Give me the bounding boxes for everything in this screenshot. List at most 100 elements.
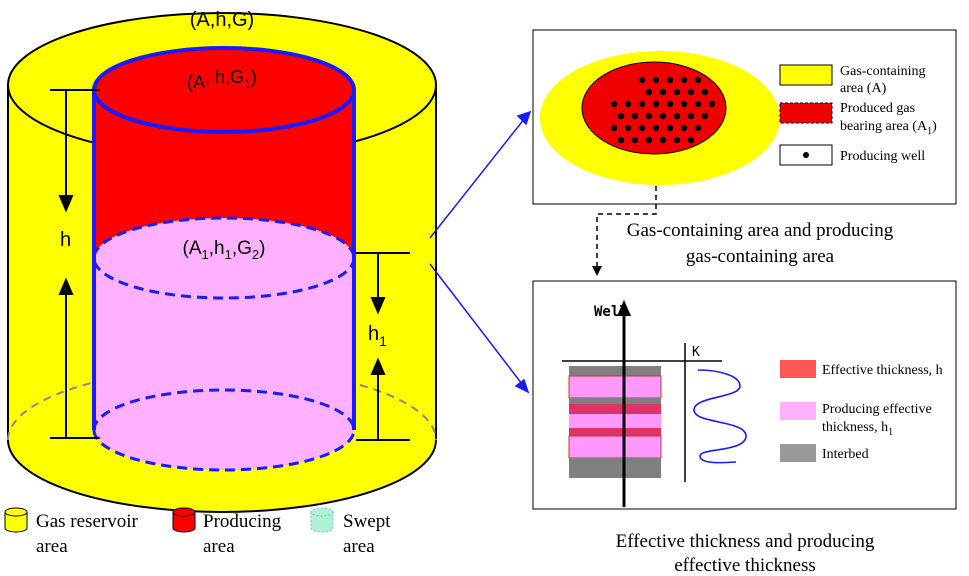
legend-interbed-swatch [780, 444, 816, 462]
permeability-curve [693, 369, 747, 464]
producing-well-dot [666, 76, 674, 84]
arrow-to-area-panel [429, 117, 526, 239]
legend-swept-swatch [310, 512, 334, 533]
producing-layer-3 [568, 435, 662, 459]
legend-gas-containing-line2: area (A) [840, 81, 887, 96]
legend-producing-line2: area [203, 536, 235, 557]
produced-gas-area [581, 61, 727, 155]
producing-well-dot [687, 112, 695, 120]
producing-well-dot [673, 136, 681, 144]
swept-top-label: (A1,h1,G2) [183, 238, 266, 262]
producing-well-dot [652, 76, 660, 84]
legend-producing-thickness-line2: thickness, h1 [822, 420, 893, 438]
producing-well-dot [659, 88, 667, 96]
producing-well-dot [617, 112, 625, 120]
producing-well-dot [610, 124, 618, 132]
legend-swept-line2: area [343, 536, 375, 557]
thickness-panel-caption-line1: Effective thickness and producing [616, 531, 875, 552]
reservoir-cylinder: h h1 (A,h,G) (A, h,G1) (A1,h1,G2) [7, 9, 437, 513]
well-arrowhead-icon [617, 300, 631, 316]
interbed-top [569, 366, 661, 376]
swept-cylinder-bottom-back [92, 388, 356, 431]
producing-well-dot [666, 124, 674, 132]
legend-gas-reservoir-swatch [4, 512, 28, 533]
producing-well-dot [659, 136, 667, 144]
swept-cylinder-body [94, 258, 354, 470]
producing-well-dot [680, 124, 688, 132]
legend-producing: Producing area [172, 507, 282, 557]
interbed-bottom [569, 458, 661, 478]
producing-well-dot [701, 88, 709, 96]
area-panel: Gas-containing area (A) Produced gas bea… [532, 29, 957, 267]
producing-well-dot [610, 100, 618, 108]
panel-link-arrow [592, 186, 657, 276]
producing-well-dot [680, 100, 688, 108]
connector-arrows [429, 110, 532, 394]
legend-producing-swatch [172, 512, 196, 533]
legend-gas-containing-swatch [779, 64, 833, 86]
producing-well-dot [645, 112, 653, 120]
area-panel-caption-line1: Gas-containing area and producing [627, 220, 894, 241]
h1-dimension-arrow [356, 252, 410, 441]
legend-gas-containing-line1: Gas-containing [840, 64, 926, 79]
producing-well-dot [652, 100, 660, 108]
producing-wells [610, 76, 716, 144]
producing-well-dot [694, 76, 702, 84]
producing-well-dot [687, 88, 695, 96]
bottom-legend: Gas reservoir area Producing area Swept … [4, 507, 391, 557]
effective-layer-1 [569, 404, 661, 414]
h-dimension-arrow [50, 89, 100, 439]
producing-well-dot [638, 76, 646, 84]
legend-gas-reservoir-line2: area [36, 536, 68, 557]
producing-well-dot [694, 124, 702, 132]
well-label: Well [594, 304, 628, 320]
producing-well-dot [659, 112, 667, 120]
legend-producing-thickness-line1: Producing effective [822, 402, 932, 417]
producing-cylinder-top [92, 46, 356, 134]
producing-well-dot [694, 100, 702, 108]
h-label: h [60, 229, 71, 251]
legend-produced-swatch [779, 102, 833, 124]
producing-well-dot [673, 88, 681, 96]
producing-well-dot [617, 136, 625, 144]
legend-gas-reservoir-line1: Gas reservoir [36, 511, 138, 532]
effective-layer-2 [569, 428, 661, 436]
producing-well-dot [673, 112, 681, 120]
area-panel-caption-line2: gas-containing area [686, 246, 835, 267]
legend-producing-line1: Producing [203, 511, 282, 532]
producing-well-dot [701, 112, 709, 120]
legend-interbed-label: Interbed [822, 447, 869, 462]
legend-produced-line1: Produced gas [840, 101, 915, 116]
arrow-to-thickness-panel [429, 263, 523, 385]
interbed-1 [569, 398, 661, 404]
legend-producing-thickness-swatch [780, 402, 816, 420]
outer-top-label: (A,h,G) [190, 9, 254, 31]
well-dot-icon [803, 152, 809, 158]
producing-well-dot [638, 100, 646, 108]
legend-produced-line2: bearing area (A1) [840, 119, 937, 137]
thickness-panel-caption-line2: effective thickness [674, 555, 816, 576]
k-label: K [692, 345, 700, 360]
producing-well-dot [680, 76, 688, 84]
legend-well-label: Producing well [840, 149, 925, 164]
producing-layer-2 [569, 414, 661, 428]
thickness-panel: Well K Effective thickness, h Producing … [532, 280, 957, 576]
producing-well-dot [645, 88, 653, 96]
producing-top-label: (A, h,G1) [187, 67, 257, 92]
producing-well-dot [666, 100, 674, 108]
legend-effective-label: Effective thickness, h [822, 363, 943, 378]
producing-well-dot [645, 136, 653, 144]
producing-well-dot [631, 136, 639, 144]
swept-cylinder-bottom [92, 429, 356, 472]
legend-swept: Swept area [310, 507, 391, 557]
legend-swept-line1: Swept [343, 511, 391, 532]
h1-label: h1 [368, 323, 387, 349]
producing-well-dot [624, 100, 632, 108]
producing-well-dot [624, 124, 632, 132]
producing-layer-1 [568, 375, 662, 399]
producing-well-dot [638, 124, 646, 132]
legend-gas-reservoir: Gas reservoir area [4, 507, 138, 557]
producing-well-dot [652, 124, 660, 132]
producing-well-dot [631, 112, 639, 120]
